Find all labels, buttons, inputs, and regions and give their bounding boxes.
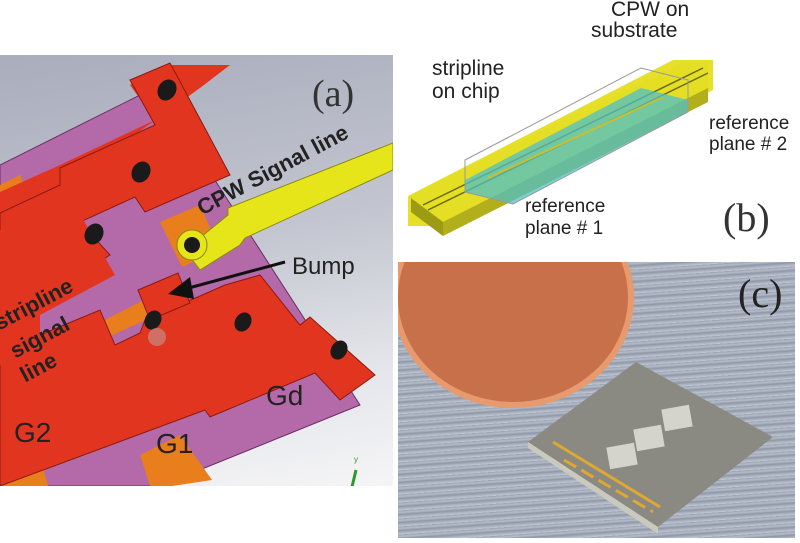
reference-plane-1-label-2: plane # 1 (525, 218, 604, 239)
panel-c-label: (c) (738, 271, 783, 316)
reference-plane-2-label-2: plane # 2 (709, 134, 788, 155)
via (84, 223, 104, 245)
coin-rim (398, 262, 634, 408)
gd-label: Gd (266, 380, 304, 411)
bump (148, 328, 166, 346)
reference-plane-1-label-1: reference (525, 196, 606, 217)
bump-arrow (184, 260, 286, 291)
axis-triad (350, 469, 358, 486)
coin (398, 262, 631, 402)
panel-b-label: (b) (723, 195, 770, 240)
cpw-stripline-model (408, 60, 713, 236)
cpw-on-substrate-label-1: CPW on (611, 0, 690, 21)
g1-label: G1 (156, 428, 194, 459)
panel-c-photo: (c) (398, 262, 795, 538)
stripline (487, 96, 664, 179)
gold-line (552, 440, 661, 509)
cpw-signal-line (184, 142, 393, 271)
via (144, 310, 162, 330)
flip-chip-model (0, 62, 393, 486)
substrate-front (411, 198, 443, 236)
via (184, 237, 200, 253)
component (633, 424, 665, 452)
panel-a-label: (a) (312, 73, 355, 115)
via (234, 312, 252, 332)
stripline-on-chip-label-2: on chip (432, 80, 500, 103)
chip-photo (398, 262, 773, 534)
via (131, 161, 151, 183)
cpw-on-substrate-label-2: substrate (591, 19, 678, 42)
pad-g1 (140, 435, 212, 486)
chip-edge (528, 442, 658, 534)
ground-lower (0, 274, 376, 486)
component (661, 404, 693, 432)
panel-a-3d-model: (a) CPW Signal line Bump stripline signa… (0, 55, 393, 486)
bump-label: Bump (292, 253, 355, 280)
component (606, 442, 638, 470)
axis-y-label: y (354, 455, 358, 464)
bump-arrow-head (168, 277, 194, 299)
reference-plane-2-label-1: reference (709, 113, 790, 134)
chip-body (465, 88, 688, 204)
g2-label: G2 (14, 417, 52, 448)
via (157, 79, 177, 101)
gold-line (563, 458, 654, 514)
signal-pad (137, 272, 191, 321)
stripline-on-chip-label-1: stripline (432, 57, 505, 80)
via (330, 340, 348, 360)
panel-b-simulation-model: CPW on substrate stripline on chip refer… (403, 0, 800, 245)
